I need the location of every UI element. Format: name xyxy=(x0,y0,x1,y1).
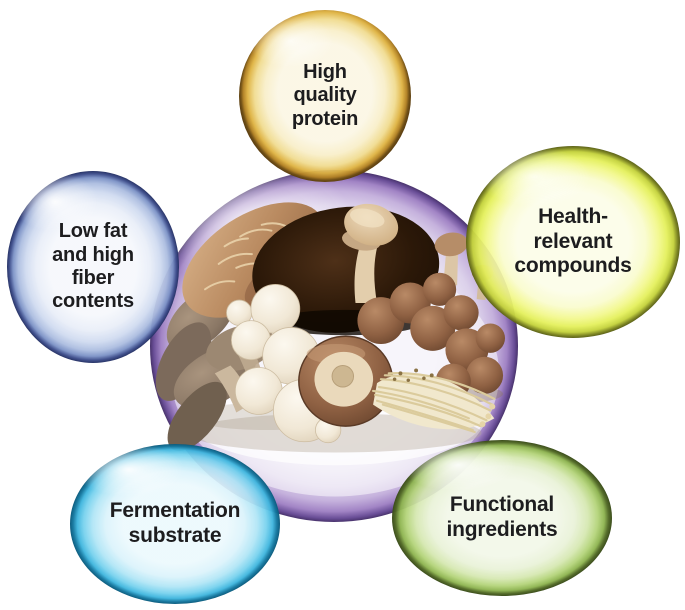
mushroom-assortment-illustration xyxy=(155,202,506,497)
health-relevant-compounds-label: Health- relevant compounds xyxy=(514,205,632,278)
beige-standing-mushroom xyxy=(342,203,399,303)
bubble-functional-ingredients: Functional ingredients xyxy=(392,440,612,596)
bubble-health-relevant-compounds: Health- relevant compounds xyxy=(466,146,680,338)
bubble-fermentation-substrate: Fermentation substrate xyxy=(70,444,280,604)
center-bubble-mushrooms xyxy=(150,170,518,522)
fermentation-substrate-label: Fermentation substrate xyxy=(109,499,241,547)
low-fat-high-fiber-label: Low fat and high fiber contents xyxy=(52,220,134,313)
bubble-low-fat-high-fiber: Low fat and high fiber contents xyxy=(7,171,179,363)
functional-ingredients-label: Functional ingredients xyxy=(446,493,558,541)
enoki-mushrooms xyxy=(372,368,496,434)
bubble-high-quality-protein: High quality protein xyxy=(239,10,411,182)
high-quality-protein-label: High quality protein xyxy=(291,60,359,130)
